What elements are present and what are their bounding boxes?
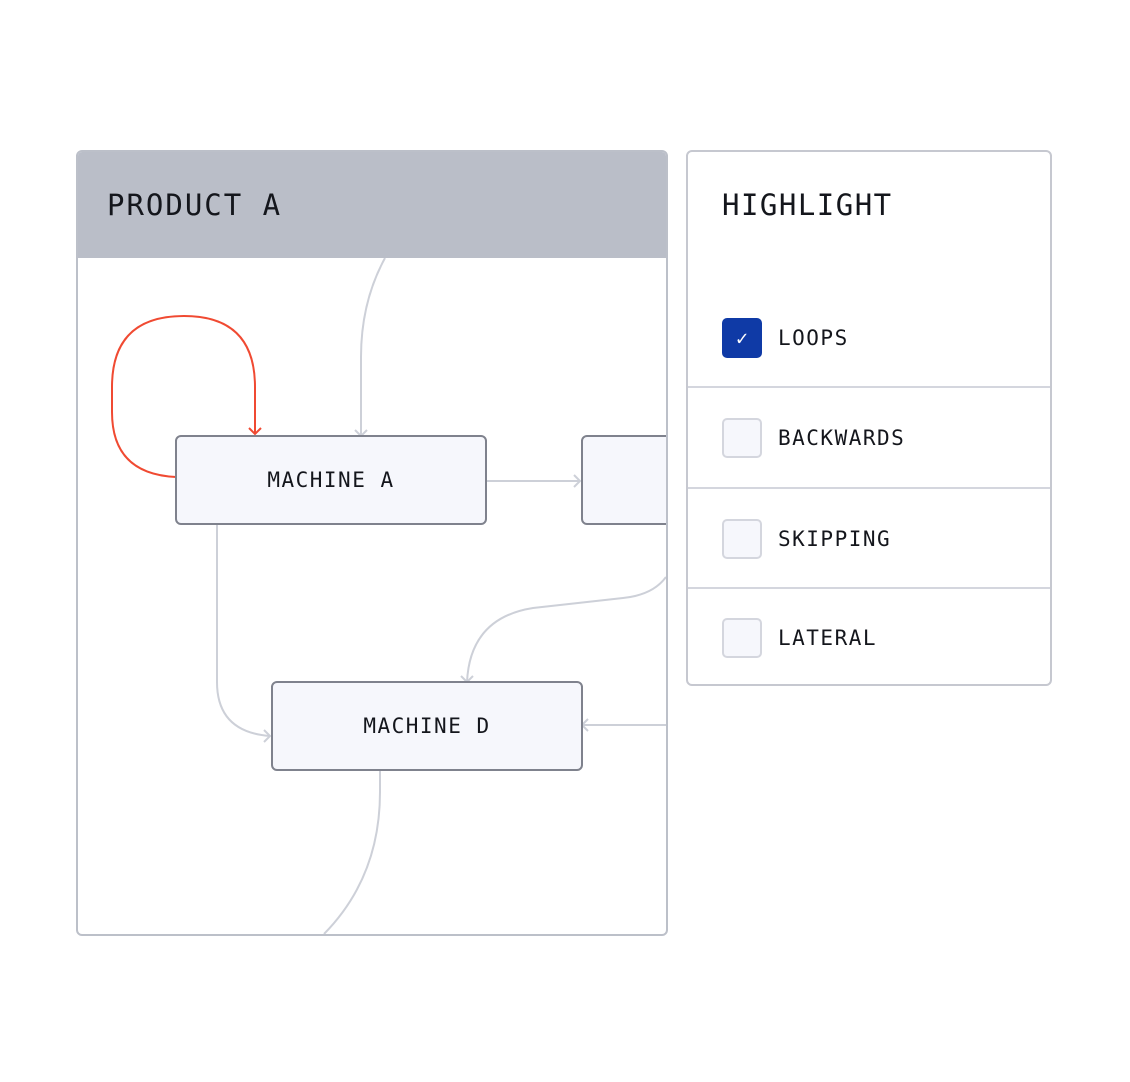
highlight-title: HIGHLIGHT [722, 188, 893, 222]
checkbox-loops[interactable]: ✓ [722, 318, 762, 358]
option-label: LATERAL [778, 626, 878, 650]
highlight-panel: HIGHLIGHT ✓ LOOPS BACKWARDS SKIPPING LAT… [686, 150, 1052, 686]
arrowhead [248, 427, 262, 436]
option-label: BACKWARDS [778, 426, 906, 450]
edges [111, 257, 666, 934]
option-backwards[interactable]: BACKWARDS [688, 388, 1050, 488]
edge-a-to-d [216, 524, 271, 737]
edge-incoming-a [360, 257, 386, 436]
option-label: LOOPS [778, 326, 849, 350]
check-icon: ✓ [735, 326, 749, 350]
checkbox-backwards[interactable] [722, 418, 762, 458]
arrowhead [573, 474, 582, 488]
edge-b-to-d [466, 576, 666, 683]
arrowhead [263, 729, 272, 743]
divider [688, 386, 1050, 388]
node-machine-d[interactable]: MACHINE D [271, 681, 583, 771]
loop-edge [111, 314, 256, 478]
option-skipping[interactable]: SKIPPING [688, 489, 1050, 589]
checkbox-skipping[interactable] [722, 519, 762, 559]
panel-header: PRODUCT A [78, 152, 666, 258]
panel-title: PRODUCT A [107, 188, 283, 222]
divider [688, 587, 1050, 589]
option-loops[interactable]: ✓ LOOPS [688, 288, 1050, 388]
divider [688, 487, 1050, 489]
edge-d-out [323, 770, 381, 934]
checkbox-lateral[interactable] [722, 618, 762, 658]
node-machine-a[interactable]: MACHINE A [175, 435, 487, 525]
product-panel: PRODUCT A MACHINE A MACHINE D [76, 150, 668, 936]
option-lateral[interactable]: LATERAL [688, 588, 1050, 688]
option-label: SKIPPING [778, 527, 892, 551]
node-machine-b[interactable] [581, 435, 666, 525]
